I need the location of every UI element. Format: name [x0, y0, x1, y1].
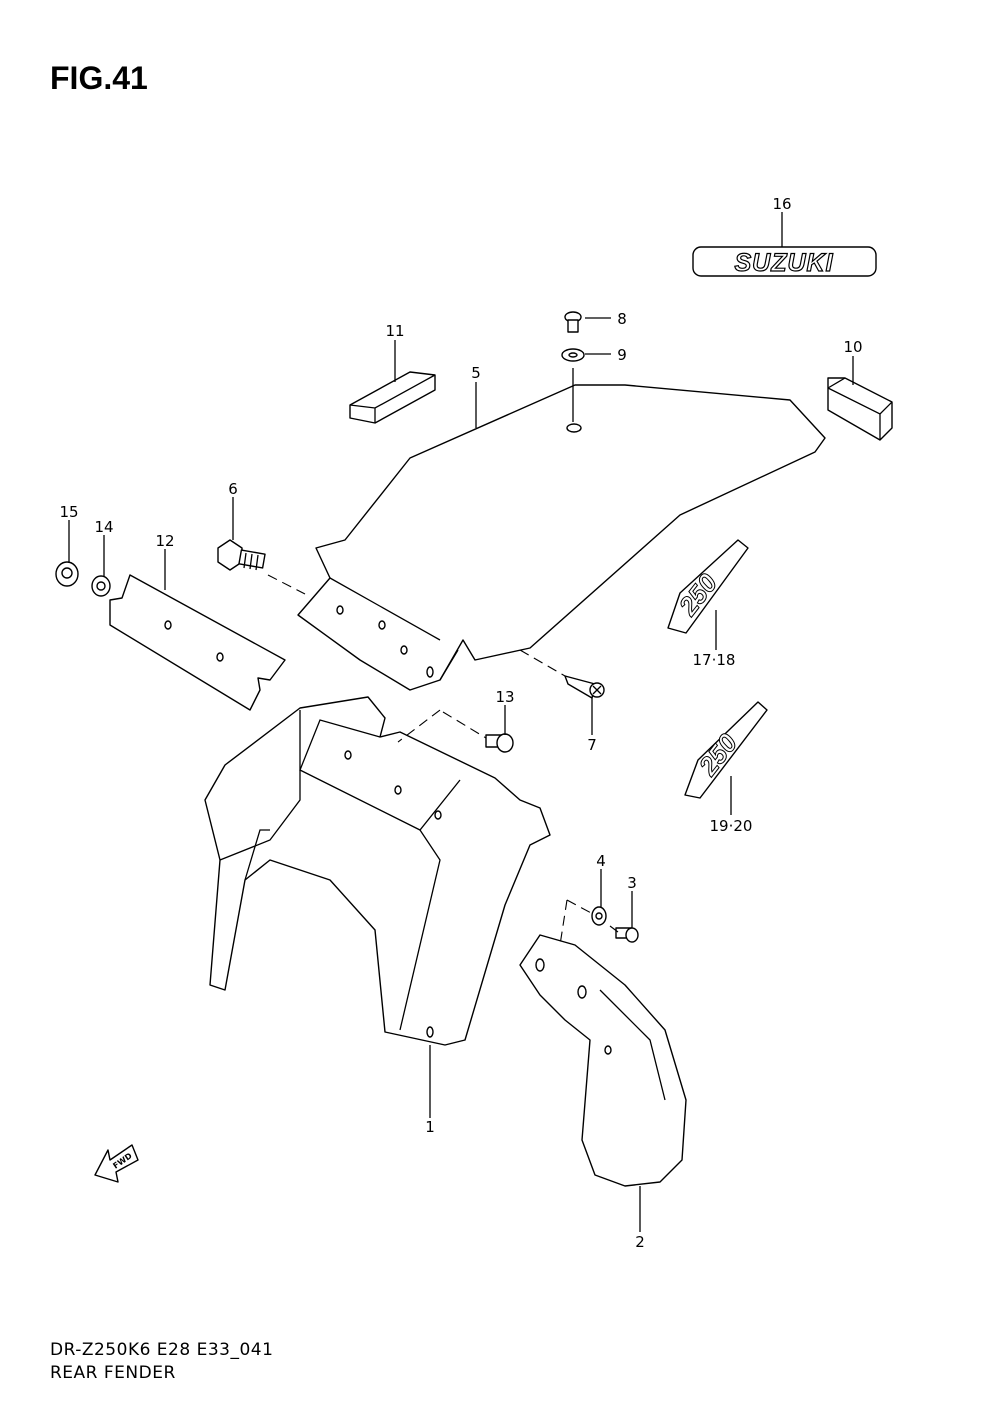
washer-part-9-icon — [561, 348, 585, 362]
washer-part-14-icon — [91, 575, 111, 597]
screw-part-7-icon — [564, 675, 605, 699]
callout-12: 12 — [155, 532, 174, 550]
callout-2: 2 — [635, 1233, 645, 1251]
bolt-part-8-icon — [564, 311, 582, 333]
callout-17-18: 17·18 — [693, 651, 736, 669]
callout-13: 13 — [495, 688, 514, 706]
bolt-part-13-icon — [485, 733, 514, 753]
rear-fender-part-1 — [204, 696, 551, 1046]
plate-part-12 — [109, 574, 286, 711]
callout-15: 15 — [59, 503, 78, 521]
callout-labels: 16 8 9 11 5 10 6 15 14 12 17·18 13 7 19·… — [59, 195, 862, 1251]
decal-part-17-18: 250 — [667, 539, 749, 634]
callout-1: 1 — [425, 1118, 435, 1136]
mudflap-part-2 — [519, 934, 687, 1187]
callout-7: 7 — [587, 736, 597, 754]
model-code: DR-Z250K6 E28 E33_041 — [50, 1340, 274, 1360]
callout-5: 5 — [471, 364, 481, 382]
leader-lines — [68, 212, 854, 1232]
callout-8: 8 — [617, 310, 627, 328]
callout-19-20: 19·20 — [710, 817, 753, 835]
callout-16: 16 — [772, 195, 791, 213]
emblem-text: SUZUKI — [734, 249, 833, 277]
suzuki-emblem-part-16: SUZUKI — [692, 246, 877, 278]
callout-4: 4 — [596, 852, 606, 870]
figure-name: REAR FENDER — [50, 1363, 176, 1383]
bolt-part-3-icon — [615, 927, 639, 943]
callout-9: 9 — [617, 346, 627, 364]
callout-6: 6 — [228, 480, 238, 498]
nut-part-15-icon — [55, 561, 79, 587]
decal-part-19-20: 250 — [684, 701, 768, 799]
callout-11: 11 — [385, 322, 404, 340]
forward-arrow-icon: FWD — [94, 1144, 139, 1183]
callout-14: 14 — [94, 518, 113, 536]
rear-fender-part-5 — [297, 384, 826, 691]
pad-part-10 — [827, 377, 893, 441]
callout-3: 3 — [627, 874, 637, 892]
pad-part-11 — [349, 371, 436, 424]
figure-title: FIG.41 — [50, 60, 148, 96]
washer-part-4-icon — [591, 906, 607, 926]
callout-10: 10 — [843, 338, 862, 356]
bolt-part-6-icon — [217, 539, 266, 571]
